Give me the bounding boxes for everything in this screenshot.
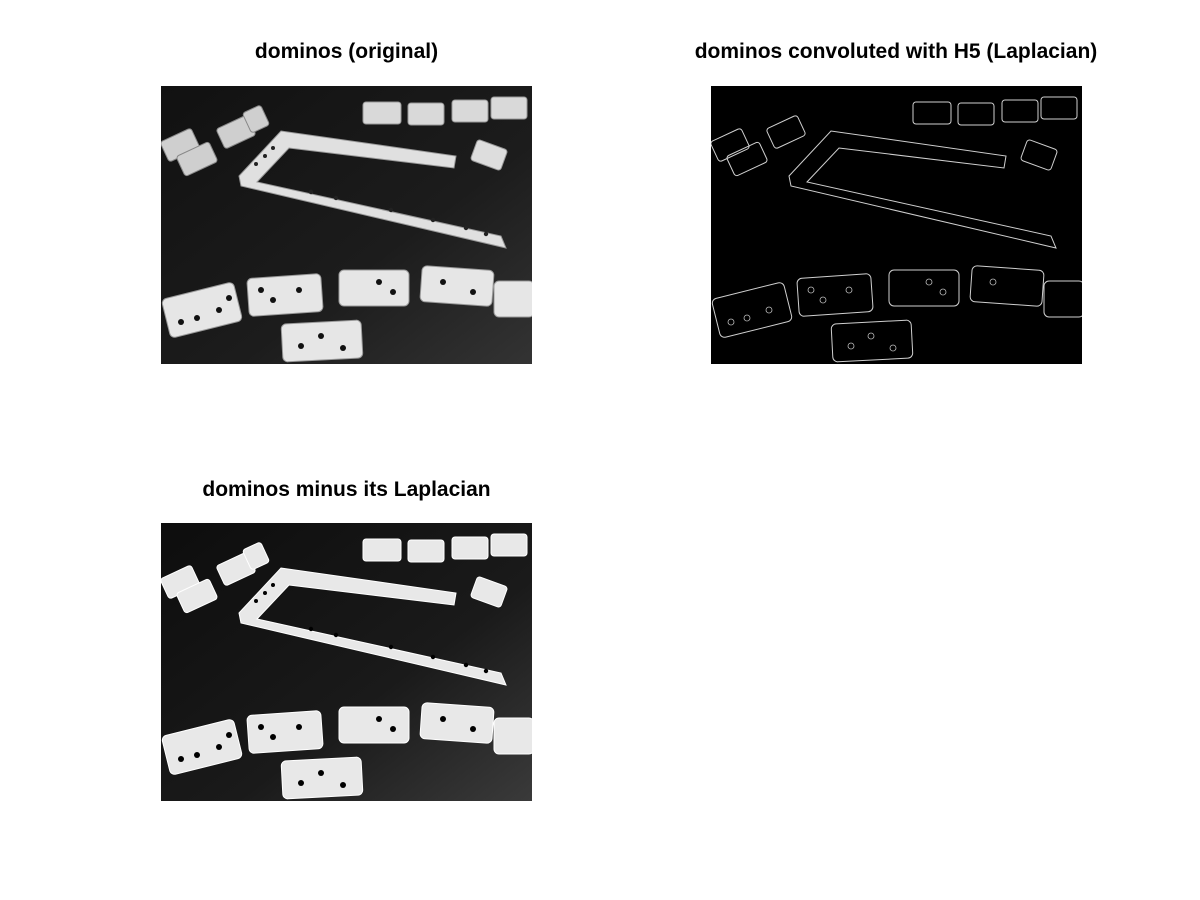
image-dominos-sharpened [161, 523, 532, 801]
panel-title-laplacian: dominos convoluted with H5 (Laplacian) [694, 40, 1098, 63]
panel-title-sharpened: dominos minus its Laplacian [202, 478, 491, 501]
image-dominos-laplacian [711, 86, 1082, 364]
dominos-edges-laplacian [711, 86, 1082, 364]
panel-title-original: dominos (original) [254, 40, 439, 63]
image-dominos-original [161, 86, 532, 364]
dominos-photo-original [161, 86, 532, 364]
dominos-photo-sharpened [161, 523, 532, 801]
